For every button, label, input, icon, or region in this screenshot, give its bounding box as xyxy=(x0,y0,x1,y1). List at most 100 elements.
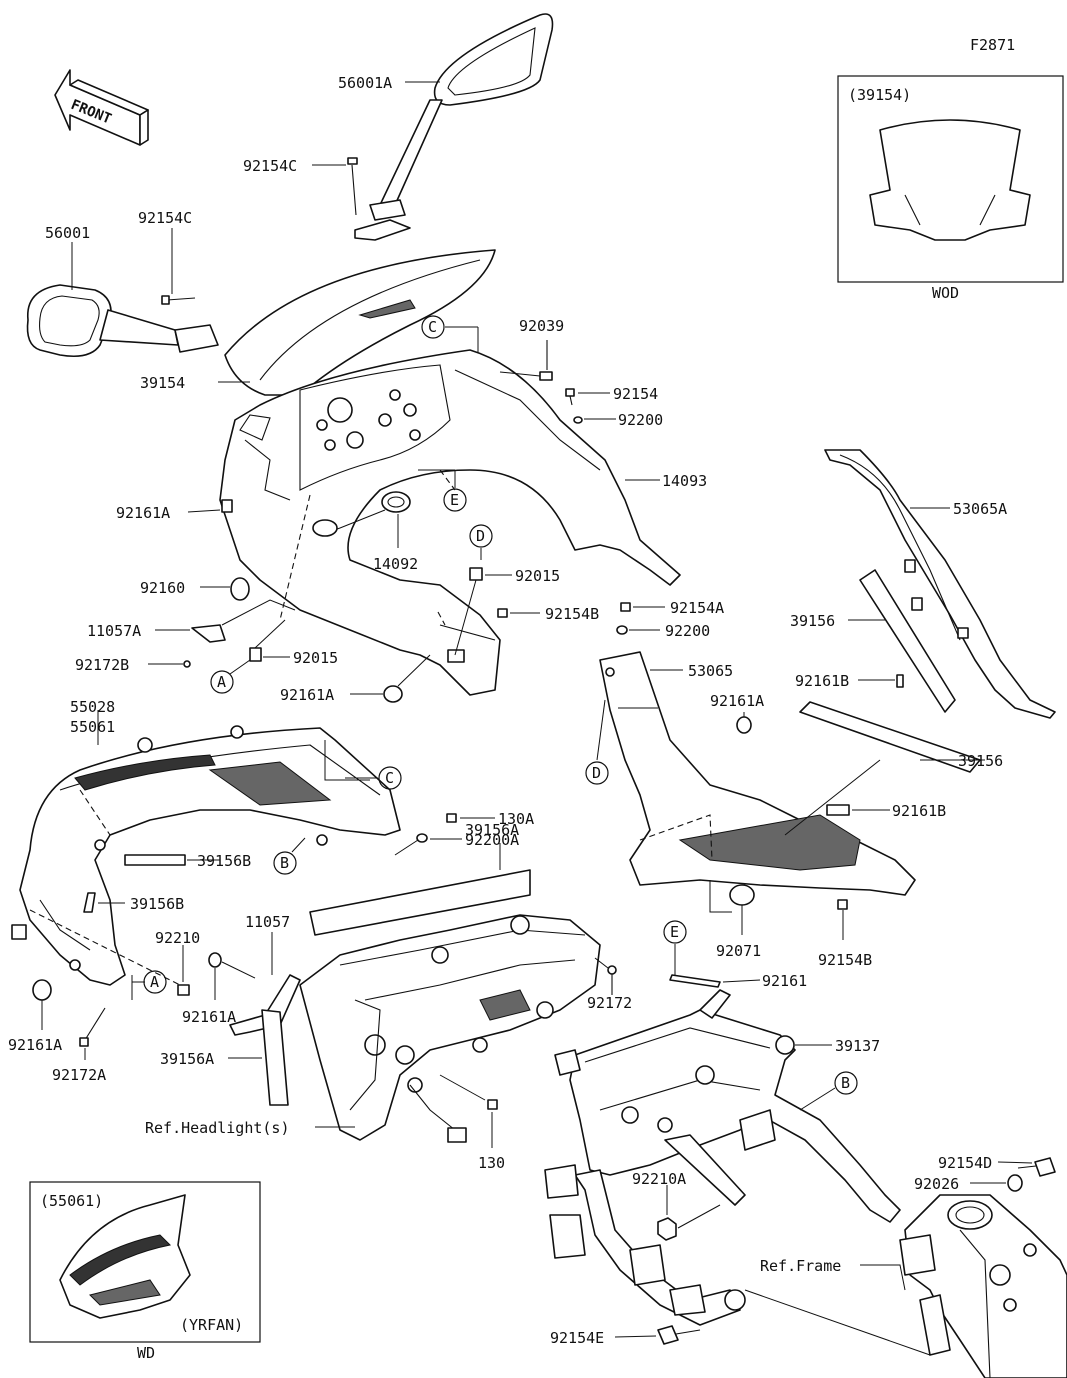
label-92200-mid: 92200 xyxy=(665,622,710,640)
label-53065A: 53065A xyxy=(953,500,1007,518)
grommet-92160 xyxy=(230,577,250,601)
label-92015-b: 92015 xyxy=(293,649,338,667)
screw-92154 xyxy=(565,388,575,406)
label-56001: 56001 xyxy=(45,224,90,242)
strip-39156B-a xyxy=(124,854,186,866)
collar-92015-b xyxy=(249,647,262,662)
label-92210A: 92210A xyxy=(632,1170,686,1188)
label-39156B-a: 39156B xyxy=(197,852,251,870)
callout-e-mid: E xyxy=(670,923,679,941)
label-92154D: 92154D xyxy=(938,1154,992,1172)
cowl-inset-color: (YRFAN) xyxy=(180,1316,243,1334)
strip-39156-b xyxy=(799,701,981,773)
collar-92015-a xyxy=(469,567,483,581)
strip-39156-a xyxy=(859,569,956,713)
label-39156A-bot: 39156A xyxy=(160,1050,214,1068)
upper-inner-cover-14093 xyxy=(219,349,681,696)
callout-c-mid: C xyxy=(385,769,394,787)
label-92154E: 92154E xyxy=(550,1329,604,1347)
strip-39156B-b xyxy=(83,892,96,913)
callout-a-mid: A xyxy=(150,973,159,991)
mirror-left xyxy=(26,284,219,358)
label-92161B-a: 92161B xyxy=(795,672,849,690)
grommet-92161A-c xyxy=(736,716,752,734)
label-14092: 14092 xyxy=(373,555,418,573)
label-92161A-b: 92161A xyxy=(280,686,334,704)
label-92200-top: 92200 xyxy=(618,411,663,429)
label-92154A: 92154A xyxy=(670,599,724,617)
callout-d-top: D xyxy=(476,527,485,545)
label-92026: 92026 xyxy=(914,1175,959,1193)
side-cowl-55028-55061 xyxy=(11,725,401,986)
screw-92172B xyxy=(183,660,191,668)
pad-92161B-a xyxy=(896,674,904,688)
bolt-92154C-left xyxy=(161,295,196,305)
figure-code: F2871 xyxy=(970,36,1015,54)
label-55028: 55028 xyxy=(70,698,115,716)
ref-headlight-label: Ref.Headlight(s) xyxy=(145,1119,290,1137)
windshield-inset-box xyxy=(837,75,1064,283)
label-92161B-b: 92161B xyxy=(892,802,946,820)
bolt-92154D xyxy=(1034,1157,1056,1177)
windshield-icon xyxy=(869,119,1031,241)
label-92172: 92172 xyxy=(587,994,632,1012)
screw-92154A xyxy=(620,602,631,612)
label-92200A: 92200A xyxy=(465,831,519,849)
screw-92172 xyxy=(607,965,617,975)
cowl-inset-caption: WD xyxy=(137,1344,155,1362)
label-92161A-e: 92161A xyxy=(8,1036,62,1054)
bolt-130A xyxy=(446,813,457,823)
label-92172A: 92172A xyxy=(52,1066,106,1084)
screw-92154B-b xyxy=(837,899,848,910)
label-92154-top: 92154 xyxy=(613,385,658,403)
label-11057: 11057 xyxy=(245,913,290,931)
cowl-inset-box xyxy=(29,1181,261,1343)
label-92161A-c: 92161A xyxy=(710,692,764,710)
grommet-14092 xyxy=(381,491,411,513)
side-cover-53065A xyxy=(824,449,1056,719)
cowl-inset-part: (55061) xyxy=(40,1192,103,1210)
label-130A: 130A xyxy=(498,810,534,828)
label-39156A-top: 39156A xyxy=(465,821,519,839)
callout-c-top: C xyxy=(428,318,437,336)
washer-92200-top xyxy=(573,416,583,424)
headlight-assembly xyxy=(299,914,601,1143)
lower-cover-53065 xyxy=(599,651,916,896)
label-92154C-left: 92154C xyxy=(138,209,192,227)
bolt-92154E xyxy=(657,1325,679,1345)
label-39156-b: 39156 xyxy=(958,752,1003,770)
label-92161A-d: 92161A xyxy=(182,1008,236,1026)
mirror-right xyxy=(354,13,554,241)
callout-b-mid: B xyxy=(280,854,289,872)
strip-39156A-bot xyxy=(261,1009,289,1106)
label-92172B: 92172B xyxy=(75,656,129,674)
label-92161A-a: 92161A xyxy=(116,504,170,522)
screw-92172A xyxy=(79,1037,89,1047)
label-92154B-b: 92154B xyxy=(818,951,872,969)
washer-92200A xyxy=(416,833,428,843)
pad-92161B-b xyxy=(826,804,850,816)
callout-e-top: E xyxy=(450,491,459,509)
pin-92039 xyxy=(499,340,553,381)
label-11057A: 11057A xyxy=(87,622,141,640)
cowl-inset: (55061) (YRFAN) WD xyxy=(29,1181,261,1362)
callout-b-low: B xyxy=(841,1074,850,1092)
label-39156-a: 39156 xyxy=(790,612,835,630)
pad-92161 xyxy=(669,974,721,988)
label-92154B-a: 92154B xyxy=(545,605,599,623)
label-92039: 92039 xyxy=(519,317,564,335)
windshield-inset-caption: WOD xyxy=(932,284,959,302)
label-55061: 55061 xyxy=(70,718,115,736)
windshield-inset: (39154) WOD xyxy=(837,75,1064,302)
front-arrow-icon: FRONT xyxy=(54,69,149,146)
label-92210: 92210 xyxy=(155,929,200,947)
label-92154C-top: 92154C xyxy=(243,157,297,175)
collar-92026 xyxy=(1007,1174,1023,1192)
grommet-92161A-a xyxy=(221,499,233,513)
grommet-92161A-d xyxy=(208,952,222,968)
windshield-39154 xyxy=(224,249,496,396)
main-frame-ref xyxy=(899,1194,1067,1378)
bolt-130 xyxy=(487,1099,498,1110)
windshield-inset-part: (39154) xyxy=(848,86,911,104)
